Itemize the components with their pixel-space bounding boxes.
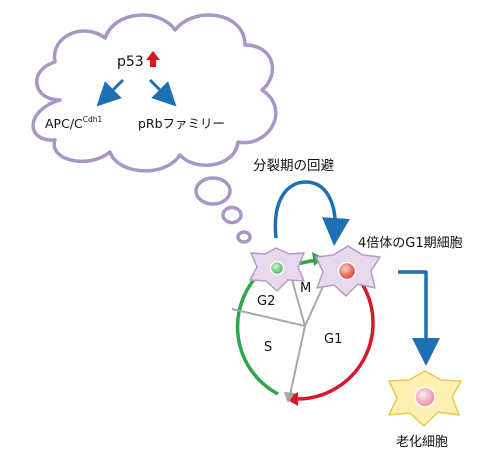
tetraploid-g1-label: 4倍体のG1期細胞 [358, 236, 463, 251]
divider-g2-m [290, 275, 306, 327]
thought-cloud: p53 APC/CCdh1 pRbファミリー [31, 13, 278, 244]
p53-label: p53 [117, 54, 144, 70]
tetraploid-g1-cell [315, 245, 381, 297]
divider-m-g1 [304, 281, 326, 327]
divider-s-g1 [289, 325, 306, 396]
gray-arrowhead [284, 392, 295, 403]
arrow-to-prb [148, 78, 177, 107]
g2-cell [249, 247, 305, 292]
phase-label-m: M [300, 281, 311, 296]
red-arrowhead [286, 392, 298, 406]
mitotic-escape-arrow [273, 180, 350, 246]
prb-family-label: pRbファミリー [138, 116, 225, 131]
senescent-cell-label: 老化細胞 [396, 435, 448, 450]
thought-bubble-medium [221, 205, 243, 225]
senescent-nucleus-icon [414, 386, 436, 408]
thought-bubble-large [194, 176, 232, 206]
cycle-arc-red [295, 281, 375, 401]
g2-nucleus-icon [269, 260, 285, 276]
phase-label-g2: G2 [257, 294, 275, 309]
mitotic-escape-label: 分裂期の回避 [253, 158, 334, 174]
phase-label-s: S [264, 340, 272, 355]
cloud-outline [31, 13, 278, 173]
senescence-arrow [398, 270, 440, 366]
tetraploid-nucleus-icon [337, 261, 357, 281]
thought-bubble-small [236, 230, 252, 244]
arrow-to-apc [96, 78, 125, 107]
apc-superscript: Cdh1 [83, 115, 103, 124]
up-arrow-icon [146, 51, 160, 67]
apc-text: APC/C [45, 116, 83, 131]
divider-g2-s [231, 308, 306, 327]
phase-label-g1: G1 [324, 332, 342, 347]
apc-label: APC/CCdh1 [45, 115, 103, 131]
senescent-cell [388, 370, 462, 427]
